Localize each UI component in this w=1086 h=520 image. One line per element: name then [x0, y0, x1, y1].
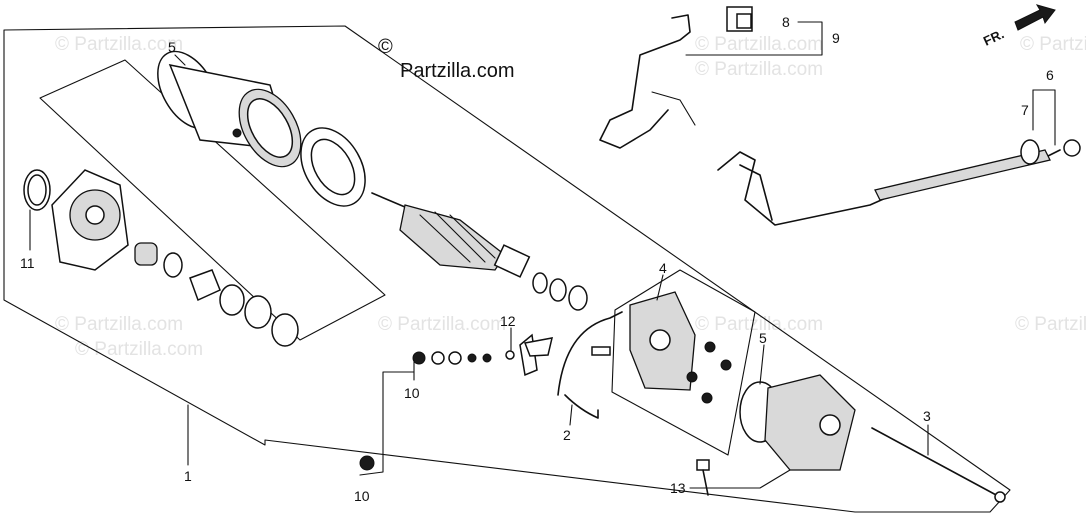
callout-11: 11 [20, 255, 35, 271]
brush-bracket[interactable] [557, 311, 623, 419]
callout-6: 6 [1046, 67, 1054, 83]
partzilla-brand[interactable]: © Partzilla.com [378, 36, 514, 82]
callout-10: 10 [354, 488, 370, 504]
ground-cable[interactable] [717, 139, 1081, 226]
callout-12: 12 [500, 313, 516, 329]
watermark: © Partzilla.com [1015, 314, 1086, 335]
motor-yoke[interactable] [145, 41, 313, 177]
watermark-layer: © Partzilla.com © Partzilla.com © Partzi… [55, 34, 1086, 360]
callout-9: 9 [832, 30, 840, 46]
callout-1: 1 [184, 468, 192, 484]
starter-cable[interactable] [599, 6, 753, 149]
subassembly-outline [39, 59, 386, 341]
callout-labels: 5 11 1 12 10 10 2 4 5 3 13 8 9 6 7 [20, 14, 1054, 504]
leader-lines [29, 21, 1056, 489]
mounting-bolt[interactable] [696, 459, 710, 496]
callout-3: 3 [923, 408, 931, 424]
watermark: © Partzilla.com [378, 314, 506, 335]
fr-label: FR. [981, 26, 1006, 48]
terminal-nuts[interactable] [359, 455, 375, 471]
callout-10: 10 [404, 385, 420, 401]
watermark: © Partzilla.com [695, 314, 823, 335]
brand-text: Partzilla.com [400, 60, 514, 82]
watermark: © Partzilla.com [75, 339, 203, 360]
watermark: © Partzilla.com [55, 34, 183, 55]
armature[interactable] [371, 192, 531, 278]
watermark: © Partzilla.com [55, 314, 183, 335]
brush-holder[interactable] [629, 291, 732, 404]
armature-washers[interactable] [532, 272, 588, 311]
washer-row[interactable] [412, 333, 553, 377]
through-bolt[interactable] [871, 427, 1006, 503]
watermark: © Partzilla.com [695, 34, 823, 55]
callout-7: 7 [1021, 102, 1029, 118]
watermark: © Partzilla.com [695, 59, 823, 80]
rear-cover[interactable] [739, 374, 856, 471]
brush-holder-outline [611, 269, 756, 456]
callout-5: 5 [168, 39, 176, 55]
callout-13: 13 [670, 480, 686, 496]
callout-2: 2 [563, 427, 571, 443]
watermark: © Partzilla.com [1020, 34, 1086, 55]
assembly-outline [3, 25, 1011, 513]
callout-8: 8 [782, 14, 790, 30]
bearing-set[interactable] [134, 242, 299, 347]
copyright-icon: © [378, 36, 393, 58]
callout-4: 4 [659, 260, 667, 276]
magnet-holder[interactable] [288, 117, 378, 218]
front-cover[interactable] [23, 169, 129, 271]
callout-5: 5 [759, 330, 767, 346]
